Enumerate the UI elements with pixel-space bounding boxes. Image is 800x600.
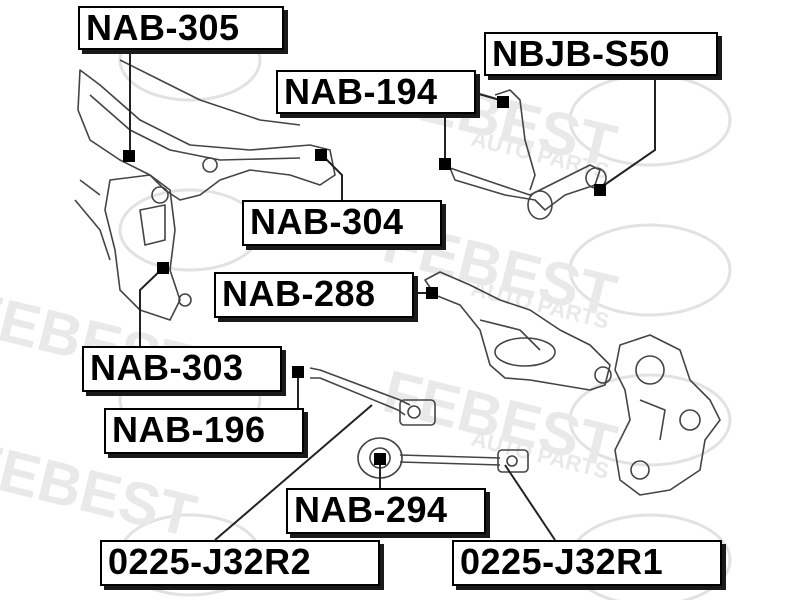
leader-nab-304	[321, 154, 343, 200]
watermark-emblem	[568, 223, 732, 317]
marker-nab-304	[315, 149, 327, 161]
leader-j32r1	[504, 464, 556, 541]
leader-j32r2	[214, 404, 373, 541]
leader-nbjb-s50	[599, 78, 656, 189]
marker-nab-288	[426, 287, 438, 299]
marker-nab-194	[497, 96, 509, 108]
label-nab-294: NAB-294	[286, 488, 486, 534]
leader-nab-303	[139, 267, 164, 348]
marker-nab-194-b	[439, 158, 451, 170]
marker-nab-196	[292, 366, 304, 378]
label-0225-j32r2: 0225-J32R2	[100, 540, 380, 586]
label-nbjb-s50: NBJB-S50	[484, 32, 718, 76]
rear-subframe-drawing	[74, 59, 336, 321]
marker-nab-303	[157, 262, 169, 274]
lateral-link-drawing	[309, 367, 436, 426]
label-nab-196: NAB-196	[104, 408, 304, 454]
toe-link-drawing	[357, 437, 529, 479]
label-nab-304: NAB-304	[242, 200, 442, 246]
marker-nab-305	[123, 150, 135, 162]
label-nab-288: NAB-288	[214, 272, 414, 318]
leader-nab-194-a	[471, 91, 501, 101]
label-0225-j32r1: 0225-J32R1	[452, 540, 722, 586]
label-nab-194: NAB-194	[276, 70, 476, 114]
knuckle-drawing	[614, 334, 721, 496]
marker-nbjb-s50	[594, 184, 606, 196]
label-nab-305: NAB-305	[78, 6, 284, 50]
watermark-emblem	[568, 373, 732, 467]
lower-arm-drawing	[424, 271, 612, 391]
marker-nab-294	[374, 453, 386, 465]
label-nab-303: NAB-303	[82, 346, 282, 392]
